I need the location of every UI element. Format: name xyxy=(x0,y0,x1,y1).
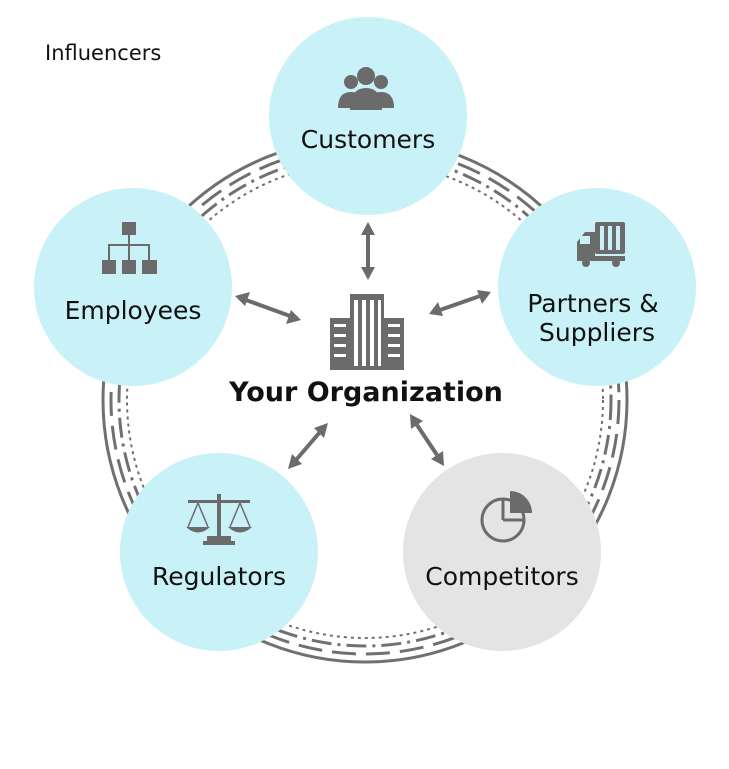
competitors-label-line: Competitors xyxy=(425,562,579,591)
regulators-label-line: Regulators xyxy=(152,562,286,591)
arrow-competitors xyxy=(410,414,444,466)
scales-icon xyxy=(186,494,252,545)
competitors-label: Competitors xyxy=(425,562,579,591)
partners-circle xyxy=(498,188,696,386)
truck-icon xyxy=(577,222,625,267)
node-partners-suppliers: Partners & Suppliers xyxy=(498,188,696,386)
building-icon xyxy=(330,294,404,370)
employees-circle xyxy=(34,188,232,386)
arrow-partners xyxy=(429,290,491,316)
people-group-icon xyxy=(338,67,394,110)
customers-circle xyxy=(269,17,467,215)
competitors-circle xyxy=(403,453,601,651)
diagram-title: Influencers xyxy=(45,41,161,65)
partners-label-line-1: Partners & xyxy=(527,289,658,318)
employees-label-line: Employees xyxy=(65,296,202,325)
node-regulators: Regulators xyxy=(120,453,318,651)
pie-chart-icon xyxy=(480,491,532,543)
partners-label: Partners & Suppliers xyxy=(527,289,666,347)
customers-label: Customers xyxy=(301,125,435,154)
node-your-organization: Your Organization xyxy=(228,294,503,408)
node-employees: Employees xyxy=(34,188,232,386)
org-chart-icon xyxy=(102,222,157,274)
center-label: Your Organization xyxy=(228,377,503,408)
connector-arrows xyxy=(235,222,491,469)
customers-label-line: Customers xyxy=(301,125,435,154)
node-customers: Customers xyxy=(269,17,467,215)
regulators-label: Regulators xyxy=(152,562,286,591)
node-competitors: Competitors xyxy=(403,453,601,651)
arrow-employees xyxy=(235,292,301,324)
regulators-circle xyxy=(120,453,318,651)
partners-label-line-2: Suppliers xyxy=(539,318,655,347)
arrow-regulators xyxy=(288,423,328,469)
employees-label: Employees xyxy=(65,296,202,325)
arrow-customers xyxy=(361,222,375,280)
